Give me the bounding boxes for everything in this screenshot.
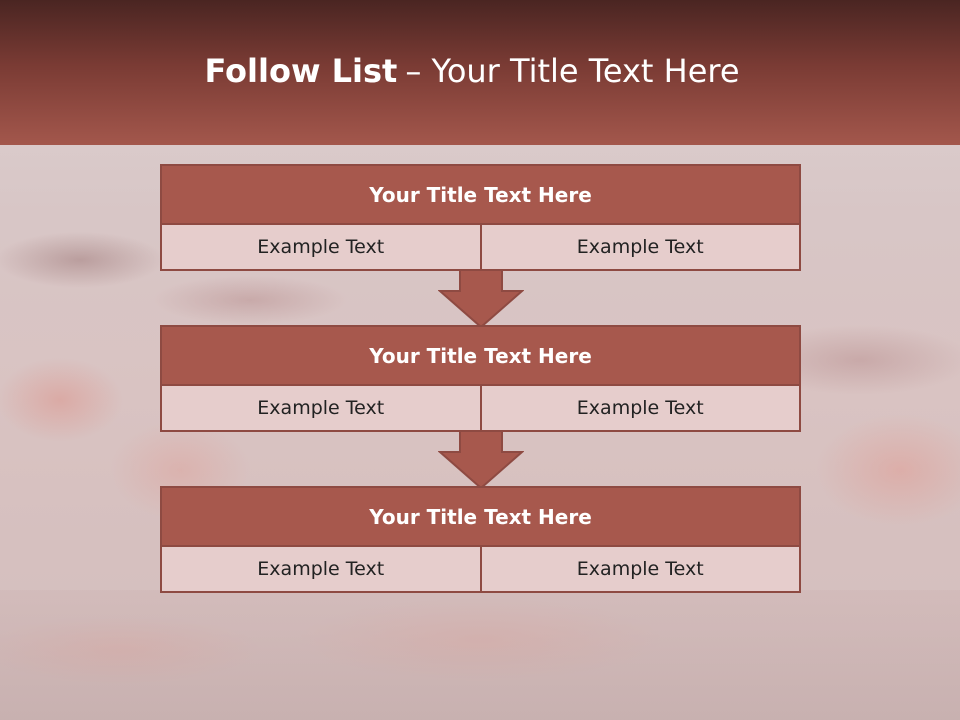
step-3-left-text: Example Text [162,547,480,591]
down-arrow-icon [438,430,524,490]
step-2-left-text: Example Text [162,386,480,430]
slide-title: Follow List– Your Title Text Here [0,52,944,90]
step-box-1: Your Title Text Here Example Text Exampl… [160,164,801,271]
step-title-2: Your Title Text Here [162,327,799,384]
step-row-2: Example Text Example Text [162,384,799,430]
step-2-right-text: Example Text [479,386,799,430]
down-arrow-icon [438,269,524,329]
step-box-2: Your Title Text Here Example Text Exampl… [160,325,801,432]
step-title-1: Your Title Text Here [162,166,799,223]
header-band [0,0,960,145]
slide-title-rest: – Your Title Text Here [405,52,740,90]
step-3-right-text: Example Text [479,547,799,591]
step-1-left-text: Example Text [162,225,480,269]
step-1-right-text: Example Text [479,225,799,269]
step-row-3: Example Text Example Text [162,545,799,591]
slide-title-bold: Follow List [204,52,398,90]
step-title-3: Your Title Text Here [162,488,799,545]
step-row-1: Example Text Example Text [162,223,799,269]
step-box-3: Your Title Text Here Example Text Exampl… [160,486,801,593]
background-water [0,590,960,720]
